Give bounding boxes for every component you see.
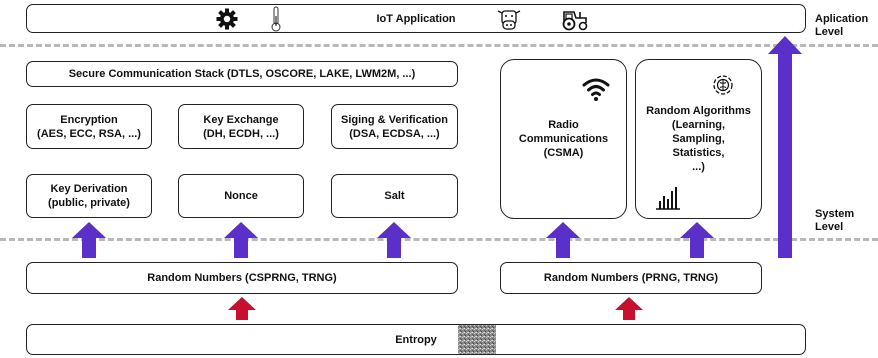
random-algorithms-box: Random Algorithms (Learning, Sampling, S…	[635, 59, 762, 219]
key-derivation-box: Key Derivation (public, private)	[26, 174, 152, 218]
nonce-label: Nonce	[224, 190, 258, 202]
noise-texture-icon	[458, 325, 496, 354]
random-algorithms-label: Random Algorithms (Learning, Sampling, S…	[646, 105, 751, 173]
system-level-label: System Level	[815, 208, 855, 233]
entropy-box: Entropy	[26, 324, 806, 355]
secure-communication-stack-box: Secure Communication Stack (DTLS, OSCORE…	[26, 61, 458, 87]
thermometer-icon	[271, 6, 281, 32]
iot-application-box: IoT Application	[26, 4, 806, 33]
encryption-label: Encryption (AES, ECC, RSA, ...)	[37, 113, 141, 140]
arrow-entropy-left	[228, 297, 256, 320]
random-numbers-cs-label: Random Numbers (CSPRNG, TRNG)	[147, 272, 337, 284]
signing-verification-box: Siging & Verification (DSA, ECDSA, ...)	[331, 104, 458, 149]
application-level-label: Aplication Level	[815, 13, 869, 38]
application-level-separator	[0, 44, 878, 47]
key-exchange-box: Key Exchange (DH, ECDH, ...)	[178, 104, 304, 149]
arrow-application	[768, 36, 802, 258]
salt-label: Salt	[384, 190, 405, 202]
secure-communication-stack-label: Secure Communication Stack (DTLS, OSCORE…	[68, 68, 416, 80]
system-level-separator	[0, 238, 878, 241]
random-numbers-cs-box: Random Numbers (CSPRNG, TRNG)	[26, 262, 458, 294]
iot-application-label: IoT Application	[376, 12, 456, 25]
tractor-icon	[562, 11, 588, 31]
random-numbers-p-box: Random Numbers (PRNG, TRNG)	[500, 262, 762, 294]
gear-icon	[216, 8, 238, 30]
brain-gear-icon	[713, 75, 733, 95]
radio-communications-label: Radio Communications (CSMA)	[518, 119, 609, 159]
key-exchange-label: Key Exchange (DH, ECDH, ...)	[203, 113, 279, 140]
salt-box: Salt	[331, 174, 458, 218]
nonce-box: Nonce	[178, 174, 304, 218]
bar-chart-icon	[656, 187, 680, 210]
wifi-icon	[582, 78, 610, 101]
key-derivation-label: Key Derivation (public, private)	[48, 183, 130, 209]
encryption-box: Encryption (AES, ECC, RSA, ...)	[26, 104, 152, 149]
radio-communications-box: Radio Communications (CSMA)	[500, 59, 627, 219]
entropy-label: Entropy	[395, 333, 437, 346]
random-numbers-p-label: Random Numbers (PRNG, TRNG)	[543, 272, 719, 284]
arrow-entropy-right	[615, 297, 643, 320]
signing-verification-label: Siging & Verification (DSA, ECDSA, ...)	[341, 113, 448, 140]
cow-icon	[497, 10, 521, 30]
